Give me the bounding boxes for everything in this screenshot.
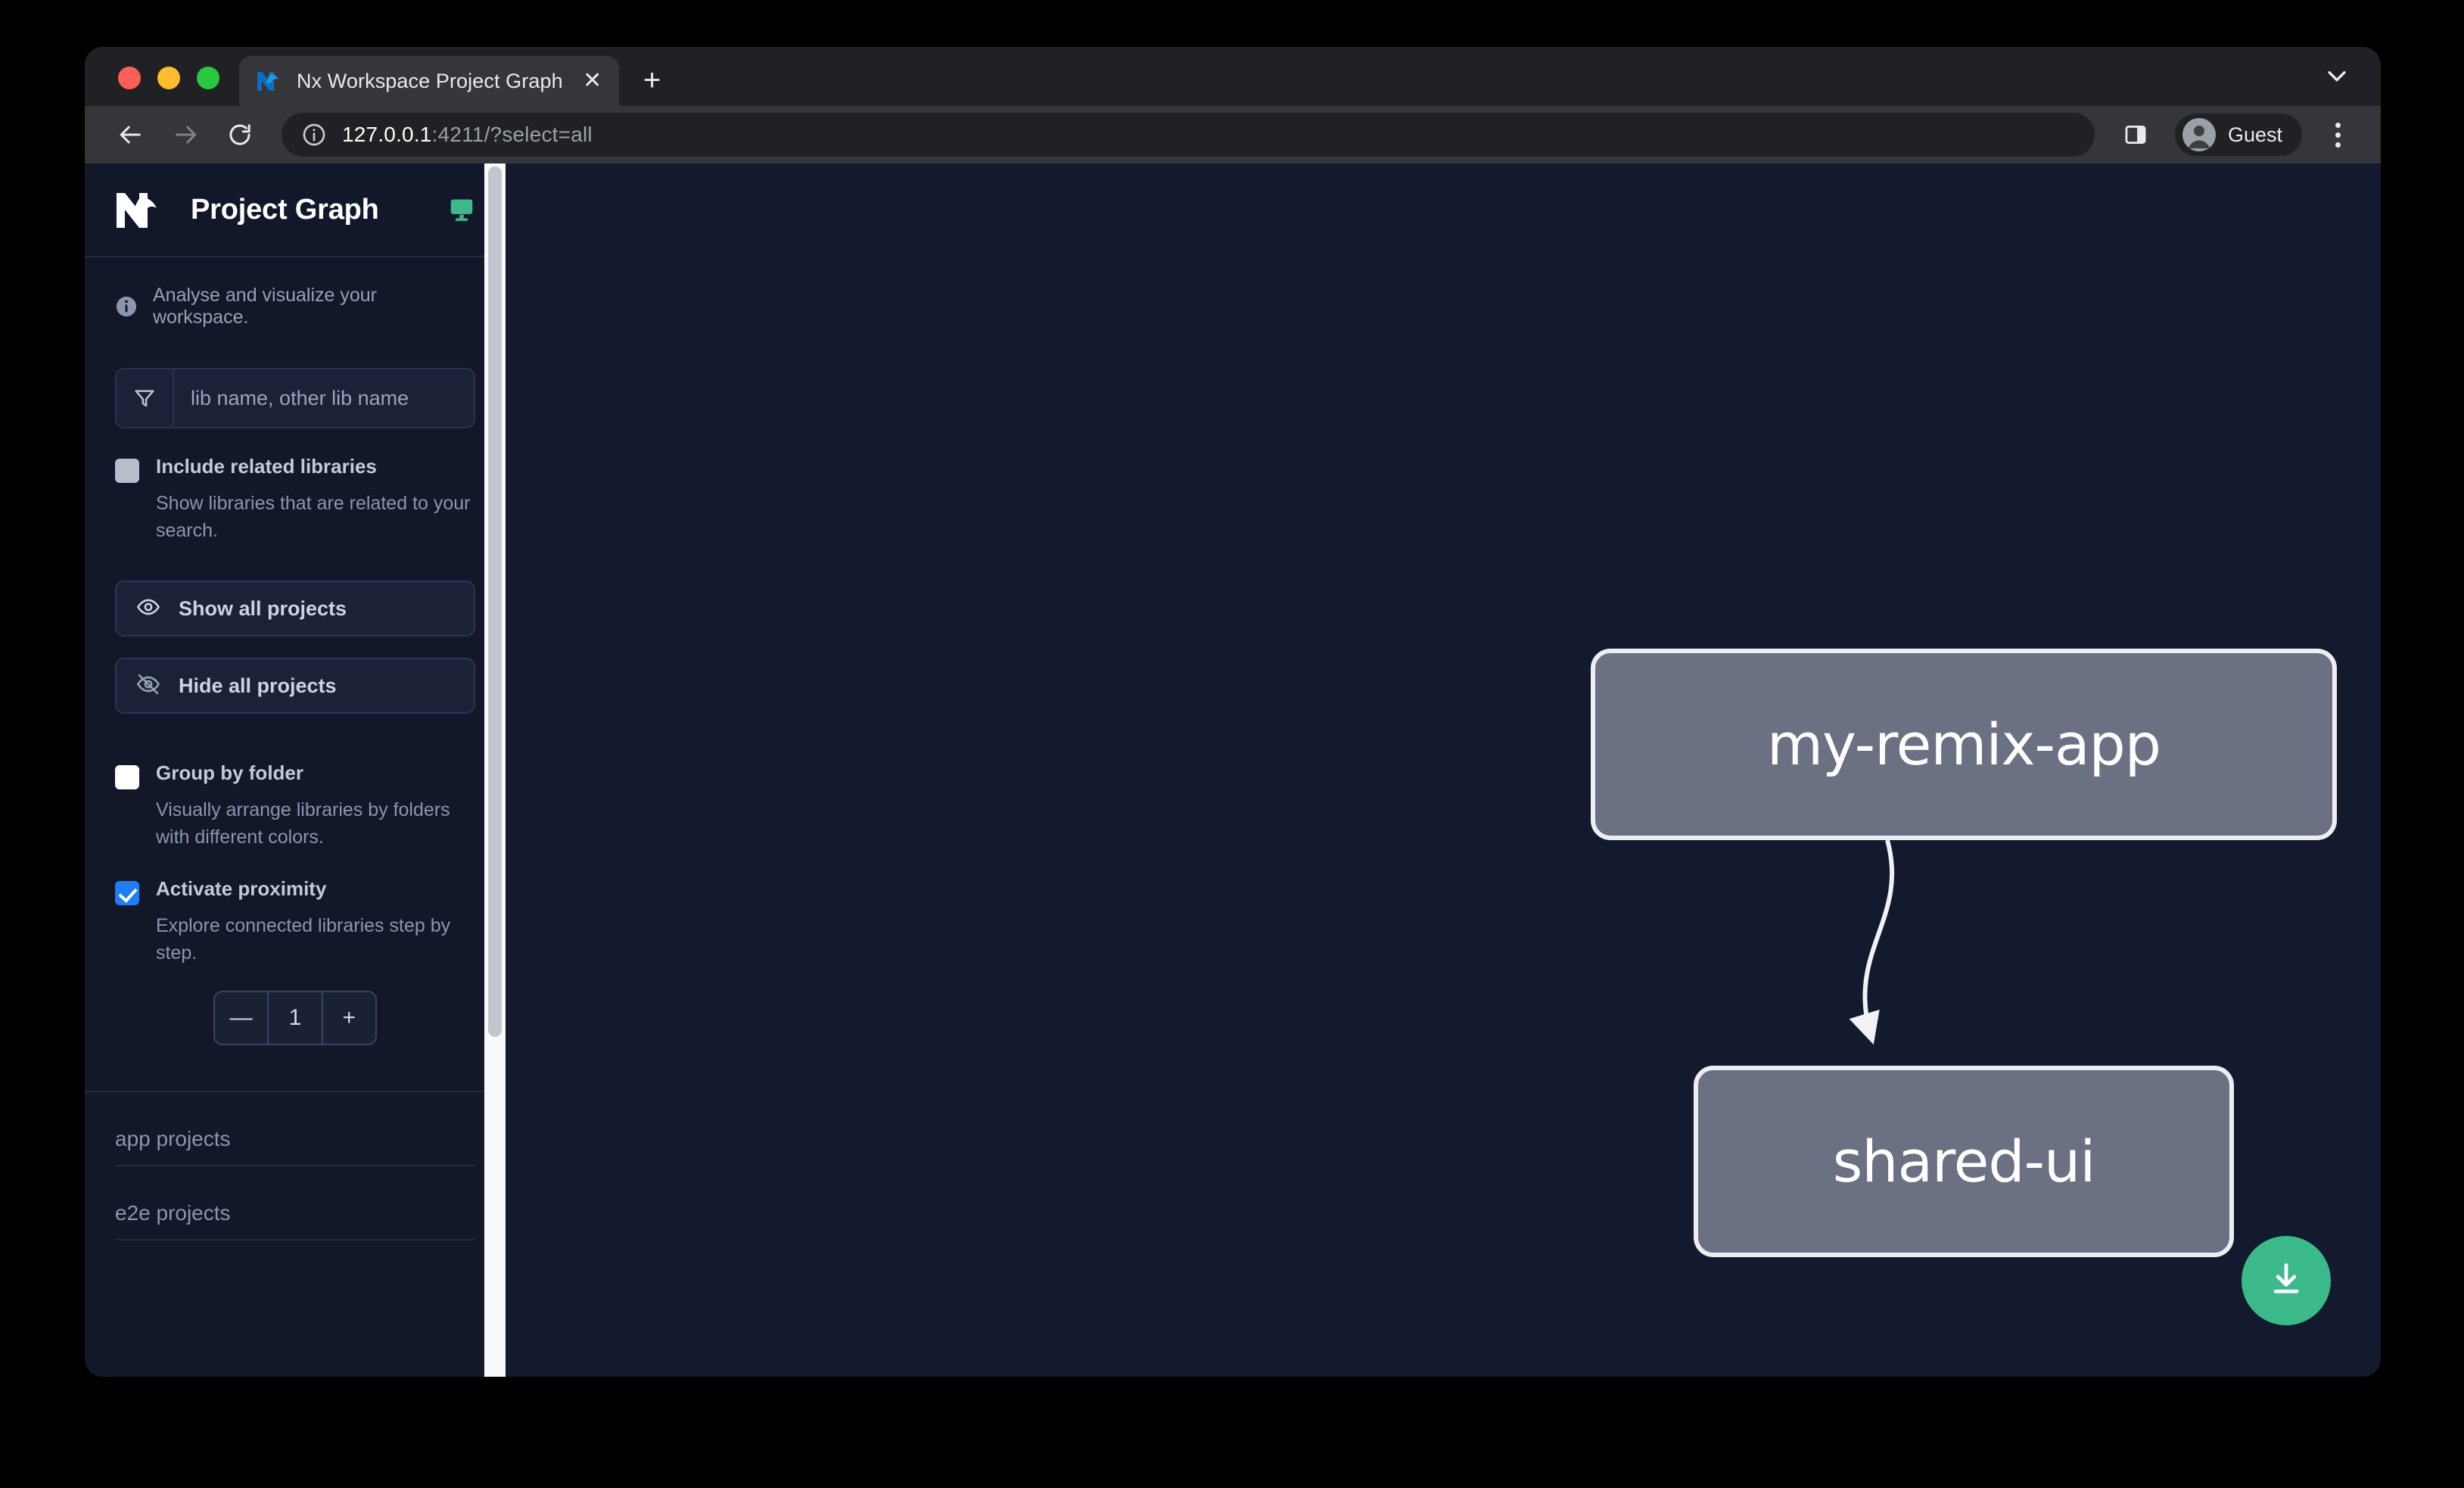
graph-node-label: shared-ui (1832, 1128, 2096, 1195)
tab-strip: Nx Workspace Project Graph ✕ + (85, 47, 2381, 106)
close-icon[interactable]: ✕ (583, 68, 602, 93)
option-label: Group by folder (156, 761, 303, 784)
download-icon (2266, 1259, 2306, 1303)
show-all-projects-button[interactable]: Show all projects (115, 581, 475, 637)
address-bar-path: :4211/?select=all (431, 123, 593, 146)
download-button[interactable] (2242, 1236, 2331, 1325)
graph-node-label: my-remix-app (1766, 711, 2161, 778)
sidebar-subtitle-row: Analyse and visualize your workspace. (85, 257, 506, 328)
info-circle-icon (115, 295, 138, 318)
browser-window: Nx Workspace Project Graph ✕ + (85, 47, 2381, 1377)
browser-toolbar: 127.0.0.1:4211/?select=all Guest (85, 106, 2381, 163)
e2e-projects-section[interactable]: e2e projects (115, 1166, 475, 1241)
minimize-window-button[interactable] (157, 67, 180, 89)
sidebar-divider (85, 1091, 506, 1092)
nx-favicon-icon (256, 70, 283, 92)
address-bar-host: 127.0.0.1 (342, 123, 432, 146)
tab-title: Nx Workspace Project Graph (297, 69, 563, 92)
nx-logo-icon (115, 190, 170, 229)
page-title: Project Graph (191, 193, 379, 226)
hide-all-projects-label: Hide all projects (179, 674, 337, 697)
maximize-window-button[interactable] (197, 67, 219, 89)
chevron-down-icon[interactable] (2320, 59, 2354, 92)
sidebar-scrollbar-thumb[interactable] (488, 167, 502, 1037)
sidebar-header: Project Graph (85, 163, 506, 257)
graph-node-my-remix-app[interactable]: my-remix-app (1591, 649, 2337, 840)
project-graph-canvas[interactable]: my-remix-app shared-ui (506, 163, 2381, 1377)
option-description: Explore connected libraries step by step… (156, 915, 451, 963)
app-projects-section[interactable]: app projects (115, 1092, 475, 1166)
checkbox-activate-proximity[interactable] (115, 881, 139, 905)
checkbox-include-related-libraries[interactable] (115, 459, 139, 483)
show-all-projects-label: Show all projects (179, 596, 347, 620)
e2e-projects-title: e2e projects (115, 1201, 231, 1225)
close-window-button[interactable] (118, 67, 141, 89)
three-dot-menu-icon[interactable] (2317, 112, 2358, 157)
option-activate-proximity[interactable]: Activate proximity Explore connected lib… (85, 878, 506, 967)
graph-node-shared-ui[interactable]: shared-ui (1694, 1066, 2234, 1257)
window-traffic-lights (106, 67, 239, 106)
forward-arrow-icon (162, 111, 209, 158)
browser-tab[interactable]: Nx Workspace Project Graph ✕ (239, 56, 619, 106)
search-input[interactable] (174, 369, 474, 427)
proximity-value: 1 (267, 992, 321, 1044)
app-projects-title: app projects (115, 1127, 231, 1150)
eye-slash-icon (136, 672, 160, 700)
profile-name: Guest (2227, 123, 2282, 146)
option-description: Visually arrange libraries by folders wi… (156, 799, 450, 848)
side-panel-icon[interactable] (2114, 114, 2157, 156)
address-bar-url: 127.0.0.1:4211/?select=all (342, 123, 593, 147)
option-group-by-folder[interactable]: Group by folder Visually arrange librari… (85, 762, 506, 851)
proximity-increment-button[interactable]: + (321, 992, 375, 1044)
graph-edge-my-remix-app-to-shared-ui (1849, 839, 1895, 1045)
account-avatar-icon (2182, 118, 2216, 151)
filter-field[interactable] (115, 368, 475, 428)
funnel-filter-icon (117, 369, 174, 427)
sidebar: Project Graph Analy (85, 163, 506, 1377)
profile-button[interactable]: Guest (2174, 114, 2302, 156)
proximity-stepper[interactable]: — 1 + (213, 991, 377, 1045)
monitor-icon[interactable] (448, 196, 475, 223)
address-bar[interactable]: 127.0.0.1:4211/?select=all (282, 113, 2095, 157)
page-content: Project Graph Analy (85, 163, 2381, 1377)
project-visibility-buttons: Show all projects Hide all projects (85, 581, 506, 735)
sidebar-subtitle: Analyse and visualize your workspace. (153, 285, 377, 328)
option-include-related-libraries[interactable]: Include related libraries Show libraries… (85, 456, 506, 544)
back-arrow-icon[interactable] (107, 111, 154, 158)
eye-icon (136, 595, 160, 623)
plus-icon[interactable]: + (643, 64, 661, 97)
reload-icon[interactable] (216, 111, 263, 158)
checkbox-group-by-folder[interactable] (115, 765, 139, 789)
option-label: Include related libraries (156, 455, 377, 478)
info-circle-icon[interactable] (301, 122, 327, 148)
hide-all-projects-button[interactable]: Hide all projects (115, 658, 475, 714)
proximity-decrement-button[interactable]: — (229, 1005, 253, 1030)
option-description: Show libraries that are related to your … (156, 493, 471, 541)
option-label: Activate proximity (156, 877, 327, 900)
sidebar-scrollbar[interactable] (484, 163, 506, 1377)
